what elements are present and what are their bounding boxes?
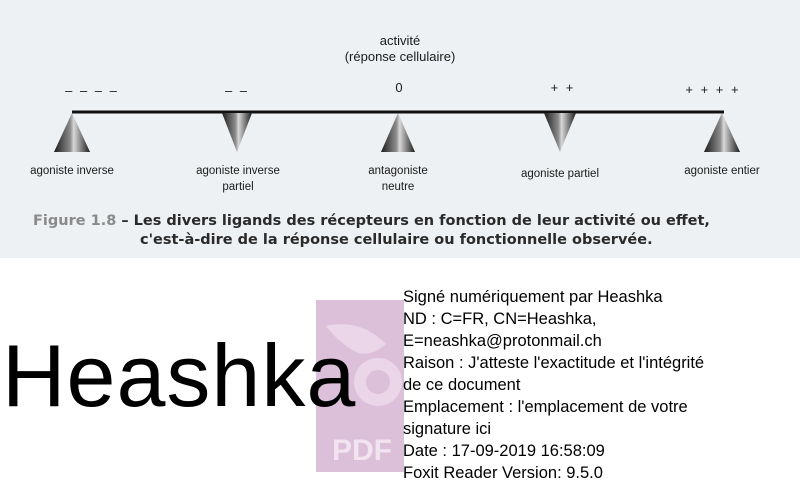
signature-detail-line: Date : 17-09-2019 16:58:09 (403, 442, 605, 460)
activity-level-label: – – – – (65, 83, 119, 98)
signature-detail-line: Emplacement : l'emplacement de votre (403, 398, 688, 416)
signature-detail-line: Foxit Reader Version: 9.5.0 (403, 464, 603, 482)
signature-details: Signé numériquement par Heashka ND : C=F… (403, 286, 798, 484)
ligand-label-line1: agoniste entier (684, 165, 760, 177)
pdf-logo-text: PDF (332, 434, 392, 467)
ligand-label-partial-agonist: agoniste partiel (498, 166, 622, 182)
ligand-label-neutral-antagonist: antagoniste neutre (338, 163, 458, 195)
caption-text-line2: c'est-à-dire de la réponse cellulaire ou… (140, 232, 653, 248)
triangle-down-icon (544, 113, 576, 152)
activity-level-label: – – (224, 83, 250, 98)
activity-title-line2: (réponse cellulaire) (344, 49, 456, 64)
ligand-label-line1: agoniste inverse (30, 165, 114, 177)
triangle-up-icon (381, 113, 415, 152)
ligand-label-line2: neutre (381, 181, 415, 193)
signature-detail-line: Signé numériquement par Heashka (403, 288, 663, 306)
ligand-label-full-agonist: agoniste entier (660, 163, 784, 179)
pdf-logo-watermark: PDF (316, 300, 404, 472)
signature-detail-line: signature ici (403, 420, 492, 438)
ligand-label-inverse-agonist: agoniste inverse (12, 163, 132, 179)
ligand-label-line1: agoniste partiel (521, 168, 599, 180)
figure-number: Figure 1.8 (33, 213, 117, 229)
triangle-up-icon (704, 113, 740, 152)
activity-level-label: + + + + (685, 82, 741, 97)
triangle-up-icon (54, 113, 90, 152)
signature-detail-line: de ce document (403, 376, 521, 394)
activity-level-label: + + (550, 80, 576, 95)
activity-axis-title: activité (réponse cellulaire) (300, 33, 500, 65)
ligand-scale-diagram (54, 110, 740, 152)
ligand-label-line1: antagoniste (368, 165, 428, 177)
ligand-label-line1: agoniste inverse (196, 165, 280, 177)
activity-level-label: 0 (395, 80, 405, 95)
signature-detail-line: Raison : J'atteste l'exactitude et l'int… (403, 354, 705, 372)
signer-name: Heashka (2, 326, 357, 425)
ligand-label-line2: partiel (222, 181, 254, 193)
triangle-down-icon (222, 113, 252, 152)
figure-caption: Figure 1.8 – Les divers ligands des réce… (33, 212, 793, 250)
figure-panel: activité (réponse cellulaire) – – – – – … (0, 0, 800, 258)
signature-detail-line: E=neashka@protonmail.ch (403, 332, 602, 350)
caption-text-line1: – Les divers ligands des récepteurs en f… (116, 213, 710, 229)
signature-detail-line: ND : C=FR, CN=Heashka, (403, 310, 597, 328)
ligand-label-partial-inverse-agonist: agoniste inverse partiel (172, 163, 304, 195)
activity-title-line1: activité (379, 33, 421, 48)
